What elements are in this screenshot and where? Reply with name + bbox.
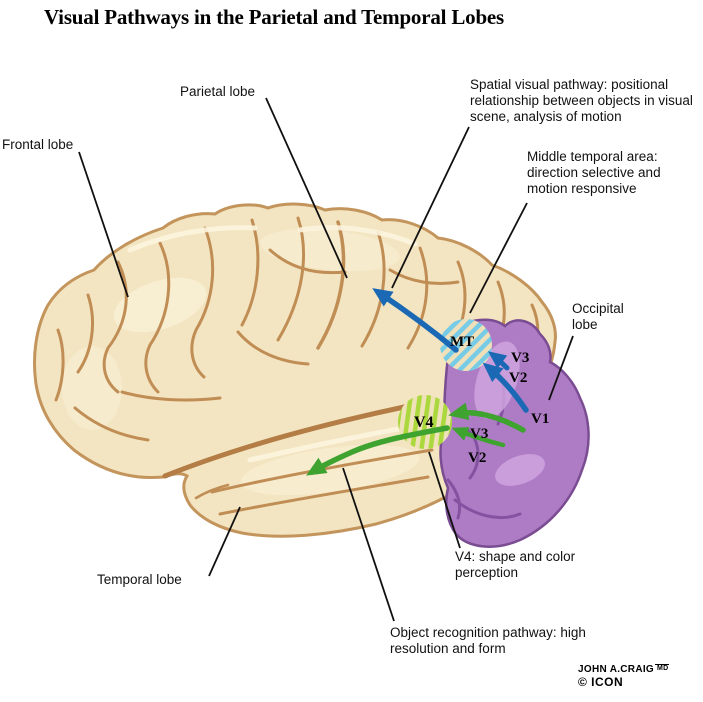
v3-upper-region-label: V3	[511, 350, 530, 366]
mt-region-circle	[440, 319, 492, 371]
frontal-lobe-label: Frontal lobe	[2, 137, 74, 152]
object-recognition-annotation: Object recognition pathway: high resolut…	[390, 625, 586, 657]
parietal-leader-line	[265, 97, 348, 279]
v4-leader-line	[428, 451, 461, 549]
object-recognition-leader-line	[342, 467, 395, 622]
occipital-leader-line	[548, 335, 574, 401]
mt-to-parietal-arrow	[372, 288, 459, 353]
temporal-lobe-label: Temporal lobe	[97, 572, 182, 587]
v1-region-label: V1	[531, 411, 550, 427]
leader-lines	[78, 97, 574, 622]
object-pathway-arrows	[306, 402, 526, 476]
frontal-leader-line	[78, 151, 129, 298]
parietal-lobe-label: Parietal lobe	[180, 84, 256, 99]
v1-to-v4-arrow	[448, 402, 526, 433]
spatial-pathway-annotation: Spatial visual pathway: positional relat…	[470, 77, 693, 125]
occipital-lobe-label: Occipital lobe	[572, 301, 624, 333]
v3-lower-region-label: V3	[470, 426, 489, 442]
spatial-pathway-arrows	[372, 288, 529, 413]
v2-lower-region-label: V2	[468, 450, 487, 466]
mt-region-label: MT	[450, 334, 475, 350]
v4-region-label: V4	[414, 414, 434, 431]
temporal-leader-line	[208, 506, 241, 577]
v3v2-to-mt-arrow	[487, 351, 510, 371]
spatial-leader-line	[391, 126, 470, 289]
artist-name: JOHN A.CRAIG	[578, 664, 655, 675]
v2-upper-region-label: V2	[509, 370, 528, 386]
middle-temporal-leader-line	[469, 202, 528, 314]
v1-to-mt-arrow	[482, 362, 529, 413]
artist-credential: MD	[655, 664, 669, 672]
v3v2-to-v4-arrow	[451, 427, 506, 448]
v4-to-temporal-arrow	[306, 425, 450, 476]
diagram-title: Visual Pathways in the Parietal and Temp…	[44, 5, 505, 29]
v4-annotation: V4: shape and color perception	[455, 549, 576, 581]
middle-temporal-annotation: Middle temporal area: direction selectiv…	[527, 149, 661, 197]
publisher-logo: © ICON	[578, 674, 624, 689]
sulci-lines	[54, 216, 540, 516]
